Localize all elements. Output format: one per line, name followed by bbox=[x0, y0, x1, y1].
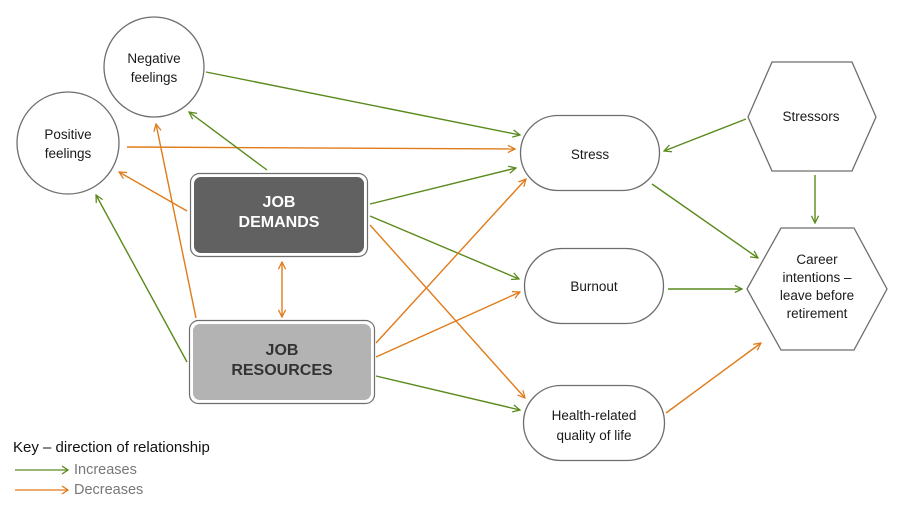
edge-job-resources-to-positive-feelings-increases bbox=[96, 195, 188, 363]
edge-job-resources-to-stress-decreases bbox=[375, 179, 526, 344]
node-stressors: Stressors bbox=[747, 61, 877, 172]
node-label-line: Stressors bbox=[782, 109, 839, 124]
edge-positive-feelings-to-stress-decreases bbox=[126, 147, 515, 149]
edge-job-resources-to-burnout-decreases bbox=[375, 292, 520, 358]
key-increases-label: Increases bbox=[74, 462, 137, 478]
edge-stressors-to-stress-increases bbox=[664, 118, 747, 151]
node-stress: Stress bbox=[519, 114, 661, 192]
key-title: Key – direction of relationship bbox=[13, 439, 210, 456]
edge-negative-feelings-to-stress-increases bbox=[205, 71, 520, 135]
edge-job-demands-to-stress-increases bbox=[369, 168, 516, 205]
node-label-line: Burnout bbox=[570, 279, 618, 294]
orange-arrow-icon bbox=[15, 485, 70, 495]
edge-job-demands-to-burnout-increases bbox=[369, 215, 519, 279]
edge-job-resources-to-health-increases bbox=[375, 375, 520, 410]
edge-job-demands-to-positive-feelings-decreases bbox=[119, 172, 188, 212]
green-arrow-icon bbox=[15, 465, 70, 475]
edges-layer bbox=[96, 71, 815, 414]
edge-health-to-career-decreases bbox=[665, 343, 761, 414]
key-increases: Increases bbox=[14, 462, 137, 478]
key-decreases: Decreases bbox=[14, 482, 143, 498]
edge-job-demands-to-health-decreases bbox=[369, 224, 525, 398]
key-decreases-label: Decreases bbox=[74, 482, 144, 498]
node-label-line: Stress bbox=[571, 147, 610, 162]
edge-job-demands-to-negative-feelings-increases bbox=[189, 112, 268, 171]
edge-job-resources-to-negative-feelings-decreases bbox=[156, 124, 197, 319]
edge-stress-to-career-increases bbox=[651, 183, 758, 258]
node-burnout: Burnout bbox=[523, 247, 665, 325]
